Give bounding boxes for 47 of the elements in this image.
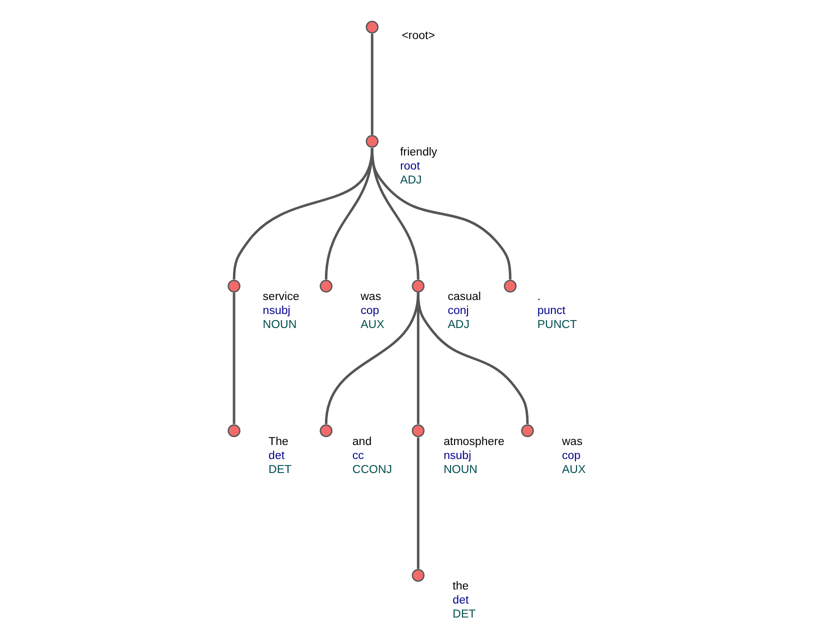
node-label: friendly — [400, 146, 438, 159]
node-label: ADJ — [400, 174, 422, 187]
node-label: cc — [352, 450, 364, 462]
node-label: atmosphere — [444, 436, 504, 448]
node-label: The — [268, 436, 288, 448]
node-circle — [228, 280, 240, 292]
node-label: det — [268, 450, 285, 462]
node-circle — [320, 280, 332, 292]
node-circle — [366, 20, 378, 34]
connector — [416, 292, 529, 424]
connector — [370, 148, 512, 280]
node-label: DET — [268, 464, 292, 476]
node-circle — [320, 424, 332, 438]
node-label: AUX — [562, 464, 586, 476]
node-label: AUX — [360, 319, 384, 332]
node-label: punct — [537, 305, 566, 318]
node-label: and — [352, 436, 372, 448]
node-circle — [412, 569, 425, 582]
node-label: <root> — [402, 30, 435, 42]
node-label: det — [452, 594, 469, 607]
node-label: ADJ — [448, 319, 470, 332]
node-circle — [412, 280, 425, 292]
node-label: CCONJ — [352, 464, 392, 476]
connector — [416, 437, 420, 569]
node-label: was — [360, 291, 382, 304]
node-label: was — [562, 436, 582, 448]
connector — [232, 292, 236, 424]
node-circle — [228, 424, 240, 438]
node-label: nsubj — [262, 305, 290, 318]
node-label: conj — [448, 305, 469, 318]
node-label: PUNCT — [537, 319, 577, 332]
node-circle — [504, 280, 517, 292]
node-label: NOUN — [262, 319, 297, 332]
node-circle — [412, 424, 425, 438]
node-label: root — [400, 160, 420, 173]
node-label: the — [452, 580, 469, 593]
node-label: cop — [360, 305, 380, 318]
node-circle — [366, 135, 378, 148]
node-label: . — [537, 291, 541, 304]
node-label: NOUN — [444, 464, 478, 476]
node-label: cop — [562, 450, 581, 462]
node-label: DET — [452, 608, 476, 621]
connector — [370, 34, 374, 135]
node-label: service — [262, 291, 300, 304]
node-circle — [521, 424, 534, 438]
node-label: casual — [448, 291, 482, 304]
node-label: nsubj — [444, 450, 472, 462]
